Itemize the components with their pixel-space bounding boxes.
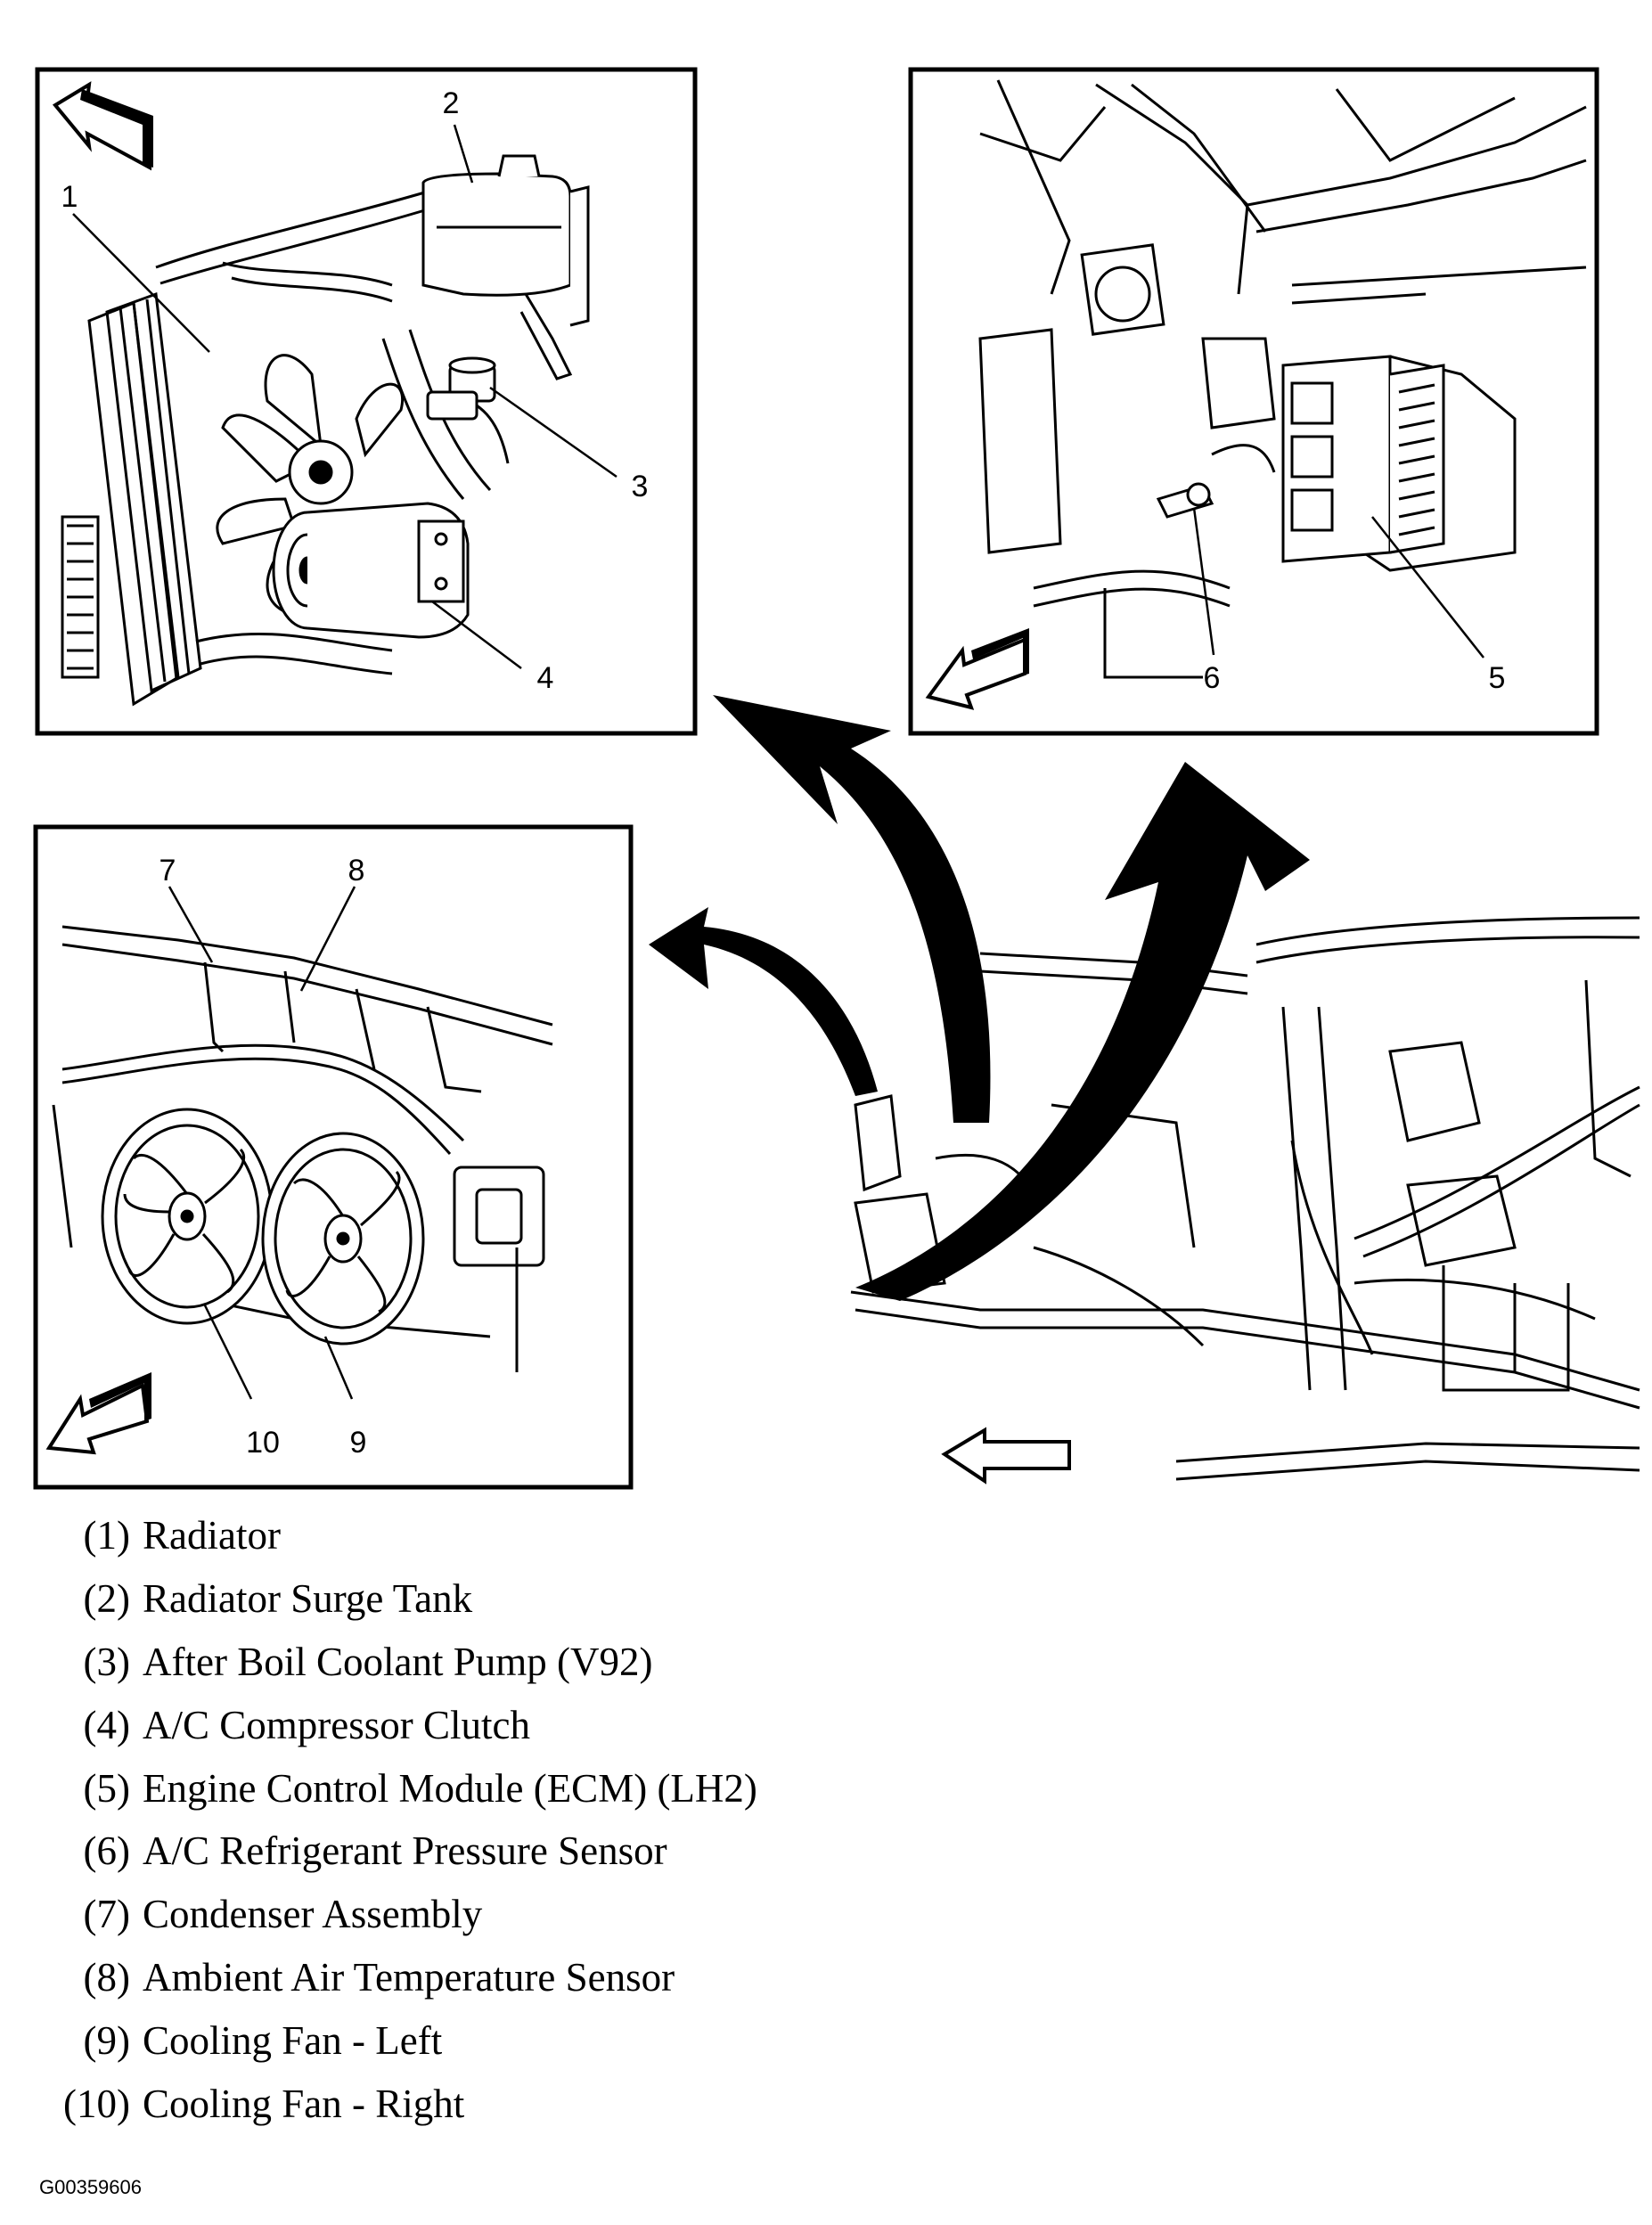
callout-leaders [1192, 507, 1484, 659]
frame-structure-drawing [978, 79, 1587, 679]
legend-number: (8) [83, 1954, 130, 2000]
component-legend: (1) Radiator (2) Radiator Surge Tank (3)… [43, 1504, 757, 2135]
legend-number: (2) [83, 1576, 130, 1622]
callout-3: 3 [632, 470, 649, 503]
location-arrow-to-condenser-panel-icon [649, 907, 878, 1096]
legend-label: Cooling Fan - Left [143, 2017, 443, 2063]
component-locator-diagram: 1 2 3 4 [33, 67, 1640, 1490]
callout-4: 4 [537, 661, 554, 695]
forward-direction-arrow-icon [52, 81, 153, 171]
cooling-fan-right-drawing [101, 1108, 274, 1325]
legend-label: A/C Compressor Clutch [143, 1702, 530, 1747]
legend-item: (3) After Boil Coolant Pump (V92) [43, 1631, 757, 1694]
callout-10: 10 [246, 1426, 280, 1460]
callout-leaders [72, 124, 617, 669]
figure-id: G00359606 [39, 2176, 142, 2198]
legend-label: Engine Control Module (ECM) (LH2) [143, 1765, 757, 1811]
callout-2: 2 [443, 86, 460, 120]
legend-number: (3) [83, 1639, 130, 1684]
legend-label: Radiator [143, 1513, 281, 1558]
callout-5: 5 [1489, 661, 1506, 695]
legend-number: (10) [63, 2081, 130, 2126]
legend-item: (4) A/C Compressor Clutch [43, 1693, 757, 1756]
legend-label: Cooling Fan - Right [143, 2081, 465, 2126]
legend-label: Ambient Air Temperature Sensor [143, 1954, 675, 2000]
radiator-drawing [61, 291, 202, 707]
legend-label: After Boil Coolant Pump (V92) [143, 1639, 653, 1684]
legend-item: (9) Cooling Fan - Left [43, 2008, 757, 2072]
legend-number: (1) [83, 1513, 130, 1558]
legend-number: (7) [83, 1892, 130, 1937]
callout-leaders [168, 886, 356, 1400]
legend-item: (5) Engine Control Module (ECM) (LH2) [43, 1756, 757, 1820]
legend-item: (6) A/C Refrigerant Pressure Sensor [43, 1820, 757, 1883]
forward-direction-arrow-icon [941, 1427, 1071, 1485]
legend-number: (4) [83, 1702, 130, 1747]
panel-condenser: 7 8 10 9 [33, 824, 634, 1490]
forward-direction-arrow-icon [45, 1372, 151, 1455]
legend-item: (1) Radiator [43, 1504, 757, 1567]
legend-number: (9) [83, 2017, 130, 2063]
legend-item: (8) Ambient Air Temperature Sensor [43, 1946, 757, 2009]
pressure-sensor-drawing [1156, 444, 1276, 519]
legend-label: Radiator Surge Tank [143, 1576, 473, 1622]
callout-8: 8 [348, 854, 365, 888]
callout-9: 9 [350, 1426, 367, 1460]
callout-7: 7 [159, 854, 176, 888]
location-arrow-to-ecm-panel-icon [855, 762, 1310, 1301]
panel-ecm: 6 5 [908, 67, 1599, 736]
ecm-drawing [1281, 355, 1445, 563]
after-boil-pump-drawing [426, 356, 496, 421]
legend-label: A/C Refrigerant Pressure Sensor [143, 1828, 667, 1874]
callout-1: 1 [61, 180, 78, 214]
legend-number: (5) [83, 1765, 130, 1811]
surge-tank-drawing [421, 154, 590, 380]
legend-label: Condenser Assembly [143, 1892, 483, 1937]
forward-direction-arrow-icon [925, 628, 1029, 710]
ac-compressor-drawing [272, 439, 470, 639]
panel-radiator: 1 2 3 4 [35, 67, 698, 736]
callout-6: 6 [1204, 661, 1221, 695]
legend-item: (7) Condenser Assembly [43, 1883, 757, 1946]
legend-item: (2) Radiator Surge Tank [43, 1567, 757, 1631]
legend-number: (6) [83, 1828, 130, 1874]
legend-item: (10) Cooling Fan - Right [43, 2072, 757, 2135]
location-arrow-to-radiator-panel-icon [713, 695, 991, 1123]
cooling-fan-left-drawing [261, 1132, 425, 1346]
